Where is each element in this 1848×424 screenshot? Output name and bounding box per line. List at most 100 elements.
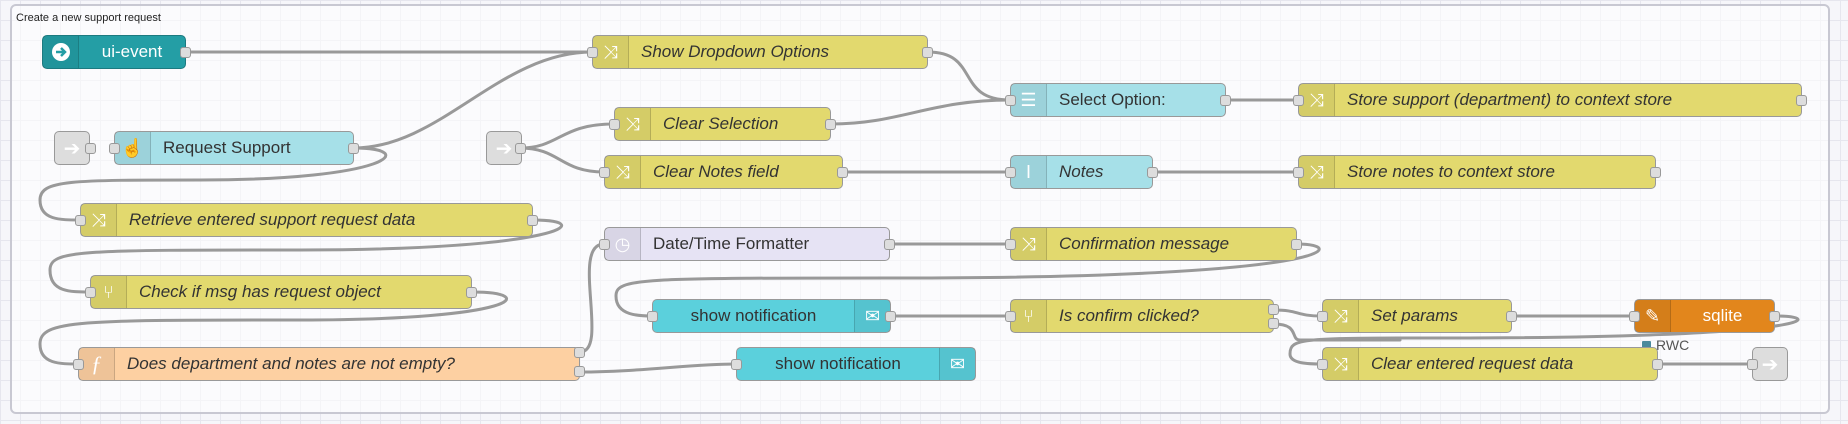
node-label: Clear entered request data	[1371, 354, 1574, 373]
output-port[interactable]	[527, 215, 538, 226]
link-in-node[interactable]: ➔	[54, 131, 90, 165]
input-port[interactable]	[1293, 95, 1304, 106]
show-notification-node[interactable]: show notification ✉	[652, 299, 891, 333]
shuffle-icon: ⤨	[1011, 228, 1047, 260]
output-port[interactable]	[885, 311, 896, 322]
output-port[interactable]	[466, 287, 477, 298]
shuffle-icon: ⤨	[615, 108, 651, 140]
text-cursor-icon: I	[1011, 156, 1047, 188]
input-port[interactable]	[1293, 167, 1304, 178]
shuffle-icon: ⤨	[605, 156, 641, 188]
node-label: Notes	[1059, 162, 1104, 181]
input-port[interactable]	[1005, 167, 1016, 178]
notes-node[interactable]: I Notes	[1010, 155, 1153, 189]
show-notification-node[interactable]: show notification ✉	[736, 347, 976, 381]
clear-notes-node[interactable]: ⤨ Clear Notes field	[604, 155, 843, 189]
input-port[interactable]	[1317, 359, 1328, 370]
does-department-node[interactable]: ƒ Does department and notes are not empt…	[78, 347, 580, 381]
output-port[interactable]	[1769, 311, 1780, 322]
output-port[interactable]	[1796, 95, 1807, 106]
wire	[352, 50, 594, 150]
input-port[interactable]	[1747, 359, 1758, 370]
node-label: show notification	[690, 306, 817, 325]
output-port-1[interactable]	[1268, 304, 1279, 315]
output-port[interactable]	[1220, 95, 1231, 106]
set-params-node[interactable]: ⤨ Set params	[1322, 299, 1512, 333]
sqlite-node[interactable]: ✎ sqlite	[1634, 299, 1775, 333]
switch-icon: ⑂	[91, 276, 127, 308]
status-indicator	[1642, 340, 1651, 350]
output-port-2[interactable]	[1268, 318, 1279, 329]
select-option-node[interactable]: ☰ Select Option:	[1010, 83, 1226, 117]
retrieve-data-node[interactable]: ⤨ Retrieve entered support request data	[80, 203, 533, 237]
input-port[interactable]	[85, 287, 96, 298]
output-port[interactable]	[1147, 167, 1158, 178]
clear-entered-node[interactable]: ⤨ Clear entered request data	[1322, 347, 1658, 381]
node-label: sqlite	[1702, 306, 1743, 325]
output-port[interactable]	[180, 47, 191, 58]
show-dropdown-node[interactable]: ⤨ Show Dropdown Options	[592, 35, 928, 69]
output-port-2[interactable]	[574, 366, 585, 377]
shuffle-icon: ⤨	[1299, 84, 1335, 116]
output-port[interactable]	[1506, 311, 1517, 322]
node-label: Set params	[1371, 306, 1458, 325]
wire	[38, 146, 388, 222]
output-port[interactable]	[515, 143, 526, 154]
node-label: Check if msg has request object	[139, 282, 381, 301]
input-port[interactable]	[599, 239, 610, 250]
store-notes-node[interactable]: ⤨ Store notes to context store	[1298, 155, 1656, 189]
shuffle-icon: ⤨	[1299, 156, 1335, 188]
input-port[interactable]	[1317, 311, 1328, 322]
input-port[interactable]	[731, 359, 742, 370]
link-arrow-icon: ➔	[1761, 353, 1779, 376]
clear-selection-node[interactable]: ⤨ Clear Selection	[614, 107, 831, 141]
output-port[interactable]	[85, 143, 96, 154]
check-msg-node[interactable]: ⑂ Check if msg has request object	[90, 275, 472, 309]
output-port[interactable]	[884, 239, 895, 250]
input-port[interactable]	[1005, 239, 1016, 250]
node-label: Date/Time Formatter	[653, 234, 810, 253]
wire	[1272, 322, 1402, 342]
output-port[interactable]	[1652, 359, 1663, 370]
input-port[interactable]	[75, 215, 86, 226]
node-label: Retrieve entered support request data	[129, 210, 416, 229]
output-port[interactable]	[1650, 167, 1661, 178]
input-port[interactable]	[599, 167, 610, 178]
output-port[interactable]	[922, 47, 933, 58]
input-port[interactable]	[647, 311, 658, 322]
output-port-1[interactable]	[574, 347, 585, 358]
input-port[interactable]	[1005, 95, 1016, 106]
link-arrow-icon: ➔	[63, 137, 81, 160]
datetime-formatter-node[interactable]: ◷ Date/Time Formatter	[604, 227, 890, 261]
shuffle-icon: ⤨	[81, 204, 117, 236]
hand-pointer-icon: ☝	[115, 132, 151, 164]
input-port[interactable]	[1629, 311, 1640, 322]
clock-icon: ◷	[605, 228, 641, 260]
switch-icon: ⑂	[1011, 300, 1047, 332]
request-support-node[interactable]: ☝ Request Support	[114, 131, 354, 165]
ui-event-node[interactable]: ui-event	[42, 35, 186, 69]
input-port[interactable]	[609, 119, 620, 130]
input-port[interactable]	[587, 47, 598, 58]
store-support-node[interactable]: ⤨ Store support (department) to context …	[1298, 83, 1802, 117]
input-port[interactable]	[73, 359, 84, 370]
envelope-icon: ✉	[854, 300, 890, 332]
wire	[518, 122, 616, 150]
output-port[interactable]	[348, 143, 359, 154]
input-port[interactable]	[1005, 311, 1016, 322]
confirmation-message-node[interactable]: ⤨ Confirmation message	[1010, 227, 1297, 261]
link-in-node[interactable]: ➔	[486, 131, 522, 165]
output-port[interactable]	[825, 119, 836, 130]
is-confirm-node[interactable]: ⑂ Is confirm clicked?	[1010, 299, 1274, 333]
link-out-node[interactable]: ➔	[1752, 347, 1788, 381]
input-port[interactable]	[109, 143, 120, 154]
node-label: show notification	[775, 354, 901, 373]
node-label: Does department and notes are not empty?	[127, 354, 455, 373]
group-label: Create a new support request	[16, 12, 161, 24]
node-label: Show Dropdown Options	[641, 42, 830, 61]
shuffle-icon: ⤨	[1323, 348, 1359, 380]
output-port[interactable]	[837, 167, 848, 178]
wire	[1272, 308, 1324, 318]
output-port[interactable]	[1291, 239, 1302, 250]
